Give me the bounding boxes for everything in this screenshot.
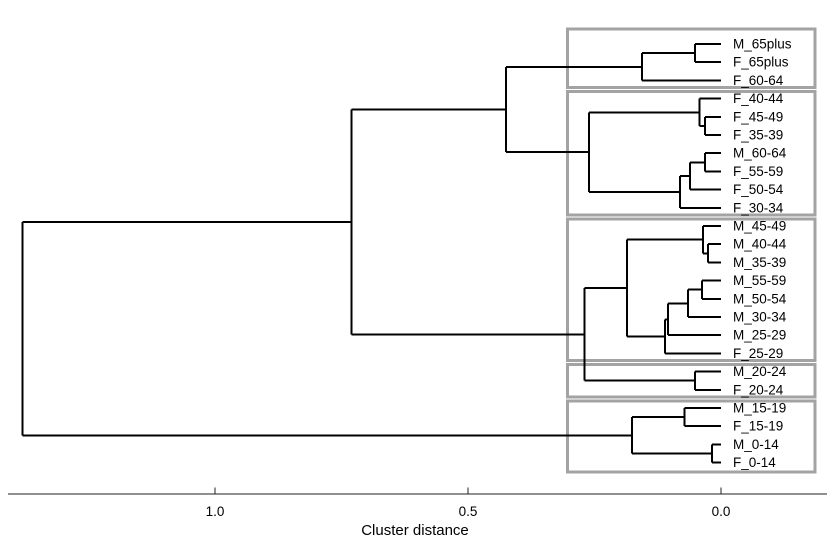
leaf-label: M_20-24 [733,364,787,379]
cluster-box-5 [566,399,817,474]
x-axis-tick-label: 0.0 [712,504,731,519]
leaf-label: M_50-54 [733,291,787,306]
cluster-box-2 [566,90,817,217]
leaf-label: M_15-19 [733,401,786,416]
leaf-label: F_55-59 [733,164,783,179]
x-axis-title: Cluster distance [361,522,469,539]
leaf-label: F_65plus [733,55,789,70]
leaf-label: M_25-29 [733,328,786,343]
leaf-label: M_35-39 [733,255,786,270]
leaf-label: F_20-24 [733,382,784,397]
leaf-label: M_60-64 [733,146,787,161]
leaf-label: F_40-44 [733,91,784,106]
cluster-box-4 [566,363,817,399]
leaf-label: M_45-49 [733,219,786,234]
leaf-label: M_30-34 [733,310,787,325]
leaf-label: F_25-29 [733,346,783,361]
leaf-label: F_15-19 [733,419,783,434]
leaf-label: M_65plus [733,37,792,52]
leaf-label: F_35-39 [733,128,783,143]
leaf-label: F_30-34 [733,200,784,215]
x-axis-tick-label: 1.0 [206,504,225,519]
leaf-label: M_55-59 [733,273,786,288]
x-axis-tick-label: 0.5 [459,504,478,519]
cluster-box-1 [566,27,817,89]
leaf-label: M_0-14 [733,437,779,452]
leaf-label: F_0-14 [733,455,776,470]
leaf-label: F_50-54 [733,182,784,197]
leaf-label: F_60-64 [733,73,784,88]
cluster-box-3 [566,217,817,362]
leaf-label: F_45-49 [733,109,783,124]
leaf-label: M_40-44 [733,237,787,252]
